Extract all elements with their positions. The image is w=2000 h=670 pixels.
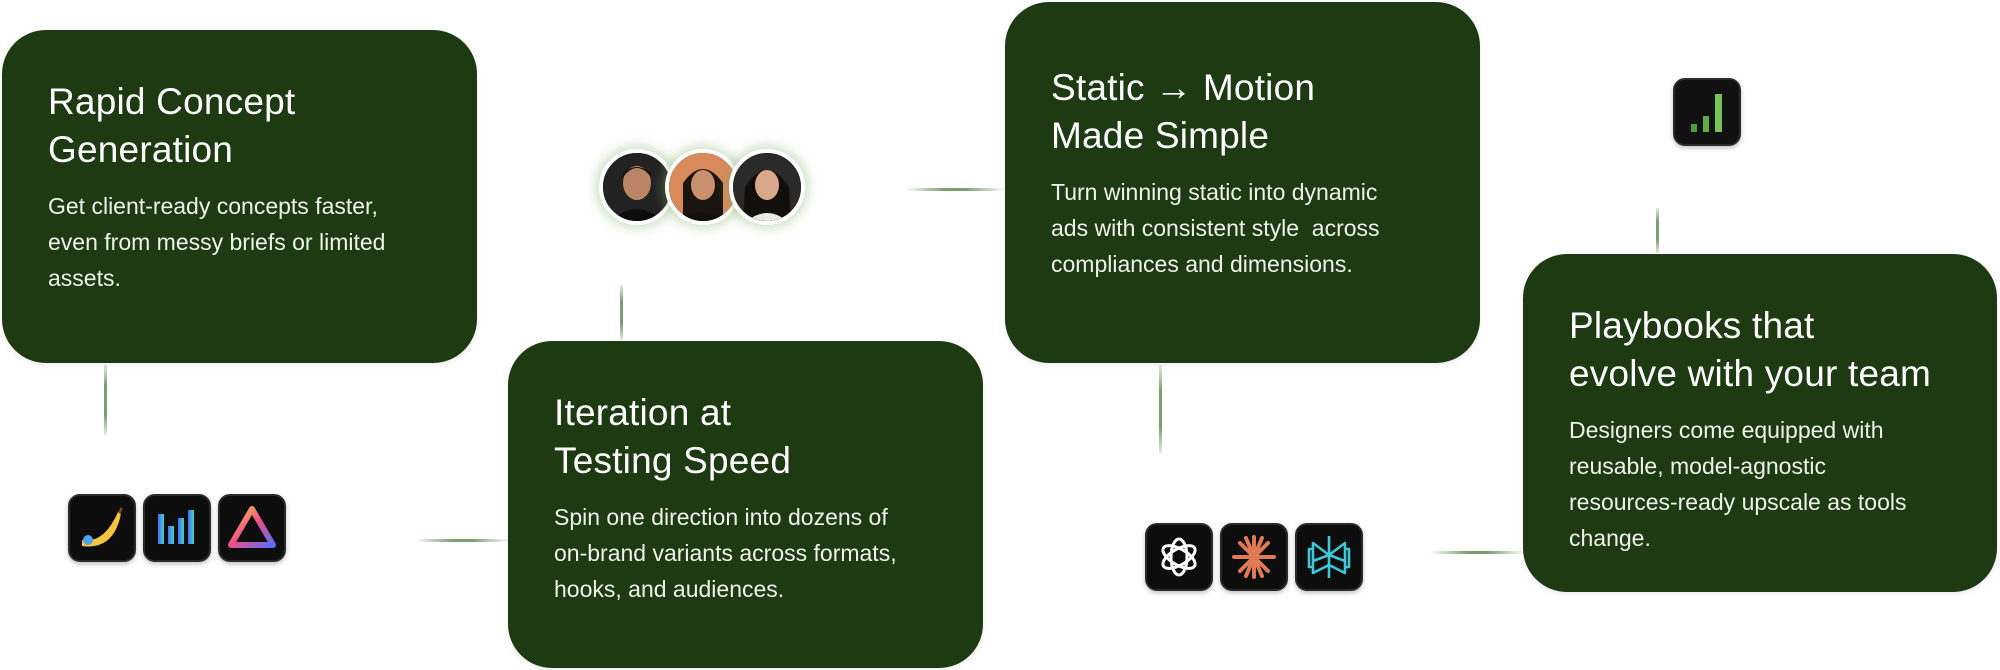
card-title-line: Playbooks that [1569, 305, 1815, 346]
card-title: Playbooks that evolve with your team [1569, 302, 1951, 398]
feature-card-static-motion: Static → Motion Made Simple Turn winning… [1005, 2, 1480, 363]
connector-line [415, 539, 510, 542]
connector-line [905, 188, 1005, 191]
card-title-line: Iteration at [554, 392, 732, 433]
person-icon [669, 153, 737, 221]
person-icon [603, 153, 671, 221]
banana-icon [82, 507, 123, 547]
card-description: Get client-ready concepts faster, even f… [48, 193, 386, 291]
bar-chart-icon [143, 494, 211, 562]
card-title-line: Testing Speed [554, 440, 792, 481]
banana-icon [68, 494, 136, 562]
perplexity-icon [1307, 536, 1351, 578]
feature-card-iteration: Iteration at Testing Speed Spin one dire… [508, 341, 983, 668]
card-title-line: Static → Motion [1051, 67, 1316, 108]
feature-card-playbooks: Playbooks that evolve with your team Des… [1523, 254, 1997, 592]
card-description: Spin one direction into dozens of on-bra… [554, 504, 897, 602]
card-description: Designers come equipped with reusable, m… [1569, 417, 1907, 551]
triangle-icon [218, 494, 286, 562]
openai-icon [1161, 537, 1197, 577]
starburst-icon [1232, 535, 1276, 579]
starburst-icon [1220, 523, 1288, 591]
card-title-line: Made Simple [1051, 115, 1270, 156]
avatar [599, 149, 675, 225]
card-title-line: evolve with your team [1569, 353, 1932, 394]
connector-line [1159, 365, 1162, 453]
signal-bars-icon [1691, 94, 1722, 132]
card-title: Rapid Concept Generation [48, 78, 431, 174]
card-title-line: Rapid Concept [48, 81, 296, 122]
card-title: Static → Motion Made Simple [1051, 64, 1434, 160]
connector-line [620, 285, 623, 340]
avatar [665, 149, 741, 225]
avatar [729, 149, 805, 225]
connector-line [1656, 208, 1659, 253]
openai-icon [1145, 523, 1213, 591]
perplexity-icon [1295, 523, 1363, 591]
person-icon [733, 153, 801, 221]
card-description: Turn winning static into dynamic ads wit… [1051, 179, 1380, 277]
card-title: Iteration at Testing Speed [554, 389, 937, 485]
card-title-line: Generation [48, 129, 234, 170]
connector-line [104, 365, 107, 435]
triangle-icon [228, 506, 276, 548]
connector-line [1430, 551, 1525, 554]
bar-chart-icon [158, 510, 194, 544]
signal-bars-icon [1673, 78, 1741, 146]
feature-card-rapid-concept: Rapid Concept Generation Get client-read… [2, 30, 477, 363]
